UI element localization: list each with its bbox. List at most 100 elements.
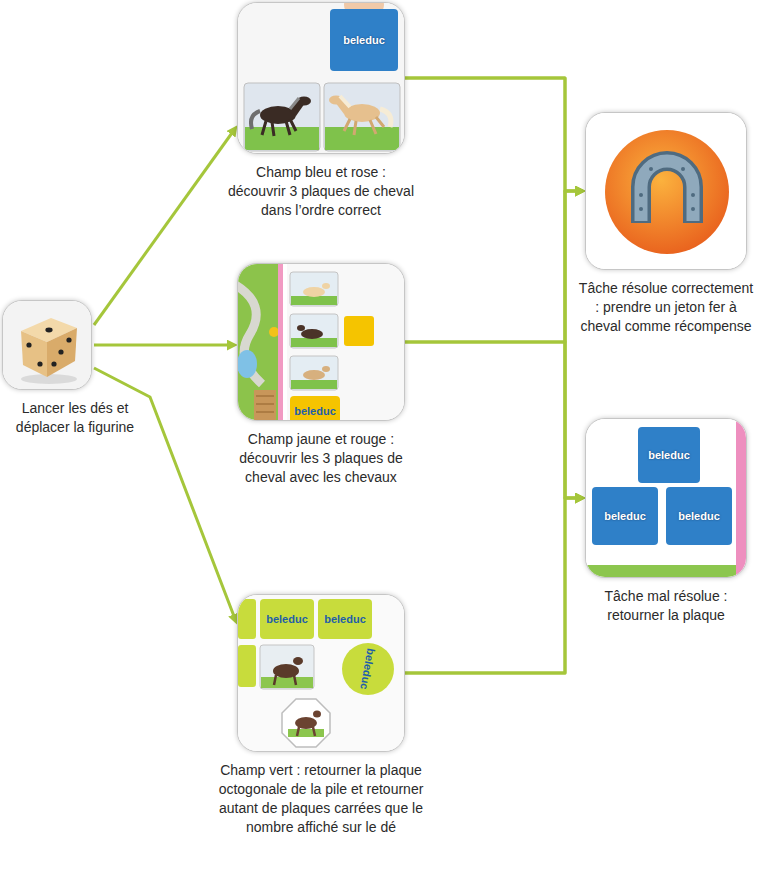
illustration-part [340, 96, 350, 107]
illustration-part [262, 119, 296, 136]
illustration-part [313, 711, 321, 718]
brand-text: beleduc [266, 613, 308, 625]
illustration-part [256, 396, 274, 412]
brand-card: beleduc [666, 487, 732, 545]
illustration-part [297, 325, 305, 331]
illustration-part [3, 301, 92, 390]
picture-frame: beleduc [237, 263, 405, 421]
illustration-part [291, 338, 337, 347]
illustration-part [238, 3, 405, 154]
illustration-part [290, 356, 338, 390]
illustration-part [245, 127, 319, 150]
illustration-part [324, 83, 400, 151]
illustration-part [251, 111, 260, 129]
illustration-part [297, 97, 311, 106]
illustration-part [58, 349, 63, 354]
picture-frame: beleduc beleduc beleduc [237, 594, 405, 752]
step-caption: Champ bleu et rose : découvrir 3 plaques… [226, 163, 416, 220]
illustration-part [26, 342, 31, 347]
illustration-part [322, 366, 330, 372]
illustration-part [21, 331, 47, 377]
illustration-part [244, 83, 320, 151]
flow-arrow [405, 78, 577, 498]
brand-text: beleduc [324, 613, 366, 625]
brand-card: beleduc [592, 487, 658, 545]
result-box: Tâche résolue correctement : prendre un … [578, 112, 754, 336]
illustration-part [586, 113, 747, 270]
flow-arrow [94, 133, 232, 326]
illustration-part [238, 645, 256, 687]
wooden-die [3, 301, 92, 390]
illustration-part [681, 167, 685, 171]
illustration-part [291, 380, 337, 389]
illustration-part [282, 699, 330, 747]
illustration-part [291, 296, 337, 305]
illustration-part [301, 329, 323, 339]
flow-arrow [405, 191, 577, 342]
illustration-part [288, 729, 324, 737]
illustration-part [297, 727, 315, 736]
task-box: beleduc beleduc beleducChamp vert : retour… [205, 594, 437, 837]
illustration-part [639, 207, 643, 211]
brand-text: beleduc [604, 510, 646, 522]
illustration-part [47, 328, 77, 377]
illustration-part [290, 272, 338, 306]
flow-arrow [405, 342, 577, 498]
result-box: beleduc beleduc beleducTâche mal résolue :… [578, 418, 754, 625]
illustration-part [238, 350, 257, 378]
picture-frame [2, 300, 92, 390]
brand-card: beleduc [290, 396, 340, 421]
illustration-part [290, 98, 299, 109]
picture-frame: beleduc beleduc beleduc [585, 418, 747, 578]
illustration-part [322, 283, 330, 289]
illustration-part [303, 370, 325, 380]
start-box: Lancer les dés et déplacer la figurine [0, 300, 150, 437]
illustration-part [736, 419, 747, 578]
task-box: beleducChamp jaune et rouge : découvrir … [226, 263, 416, 487]
brand-text: beleduc [294, 405, 336, 417]
brand-card: beleduc [638, 427, 700, 483]
step-caption: Tâche mal résolue : retourner la plaque [578, 587, 754, 625]
illustration-part [261, 677, 313, 688]
horseshoe-token [586, 113, 747, 270]
illustration-part [278, 264, 283, 421]
illustration-part [254, 390, 276, 421]
brand-text: beleduc [678, 510, 720, 522]
illustration-part [639, 193, 643, 197]
brand-card: beleduc [318, 599, 372, 639]
illustration-part [586, 565, 736, 578]
illustration-part [293, 657, 303, 665]
flow-arrow [94, 344, 229, 347]
step-caption: Champ vert : retourner la plaque octogon… [205, 761, 437, 837]
illustration-part [283, 264, 287, 421]
picture-frame: beleduc [237, 2, 405, 154]
illustration-part [260, 645, 314, 689]
illustration-part [238, 284, 262, 384]
illustration-part [303, 287, 325, 297]
illustration-part [344, 316, 374, 346]
flow-arrow [405, 78, 577, 191]
step-caption: Lancer les dés et déplacer la figurine [0, 399, 150, 437]
brand-card: beleduc [260, 599, 314, 639]
illustration-part [586, 419, 747, 578]
illustration-part [238, 599, 256, 639]
illustration-part [649, 167, 653, 171]
illustration-part [274, 675, 296, 685]
illustration-part [344, 117, 384, 135]
illustration-part [605, 130, 729, 254]
illustration-part [290, 314, 338, 348]
illustration-part [238, 595, 405, 752]
illustration-part [691, 193, 695, 197]
brand-card: beleduc [330, 9, 398, 71]
illustration-part [51, 361, 56, 366]
illustration-part [325, 127, 399, 150]
brand-card: beleduc [342, 643, 394, 695]
step-caption: Tâche résolue correctement : prendre un … [578, 279, 754, 336]
illustration-part [269, 327, 279, 337]
illustration-part [691, 207, 695, 211]
illustration-part [45, 328, 52, 333]
illustration-part [37, 361, 42, 366]
illustration-part [641, 161, 693, 221]
illustration-part [66, 337, 71, 342]
